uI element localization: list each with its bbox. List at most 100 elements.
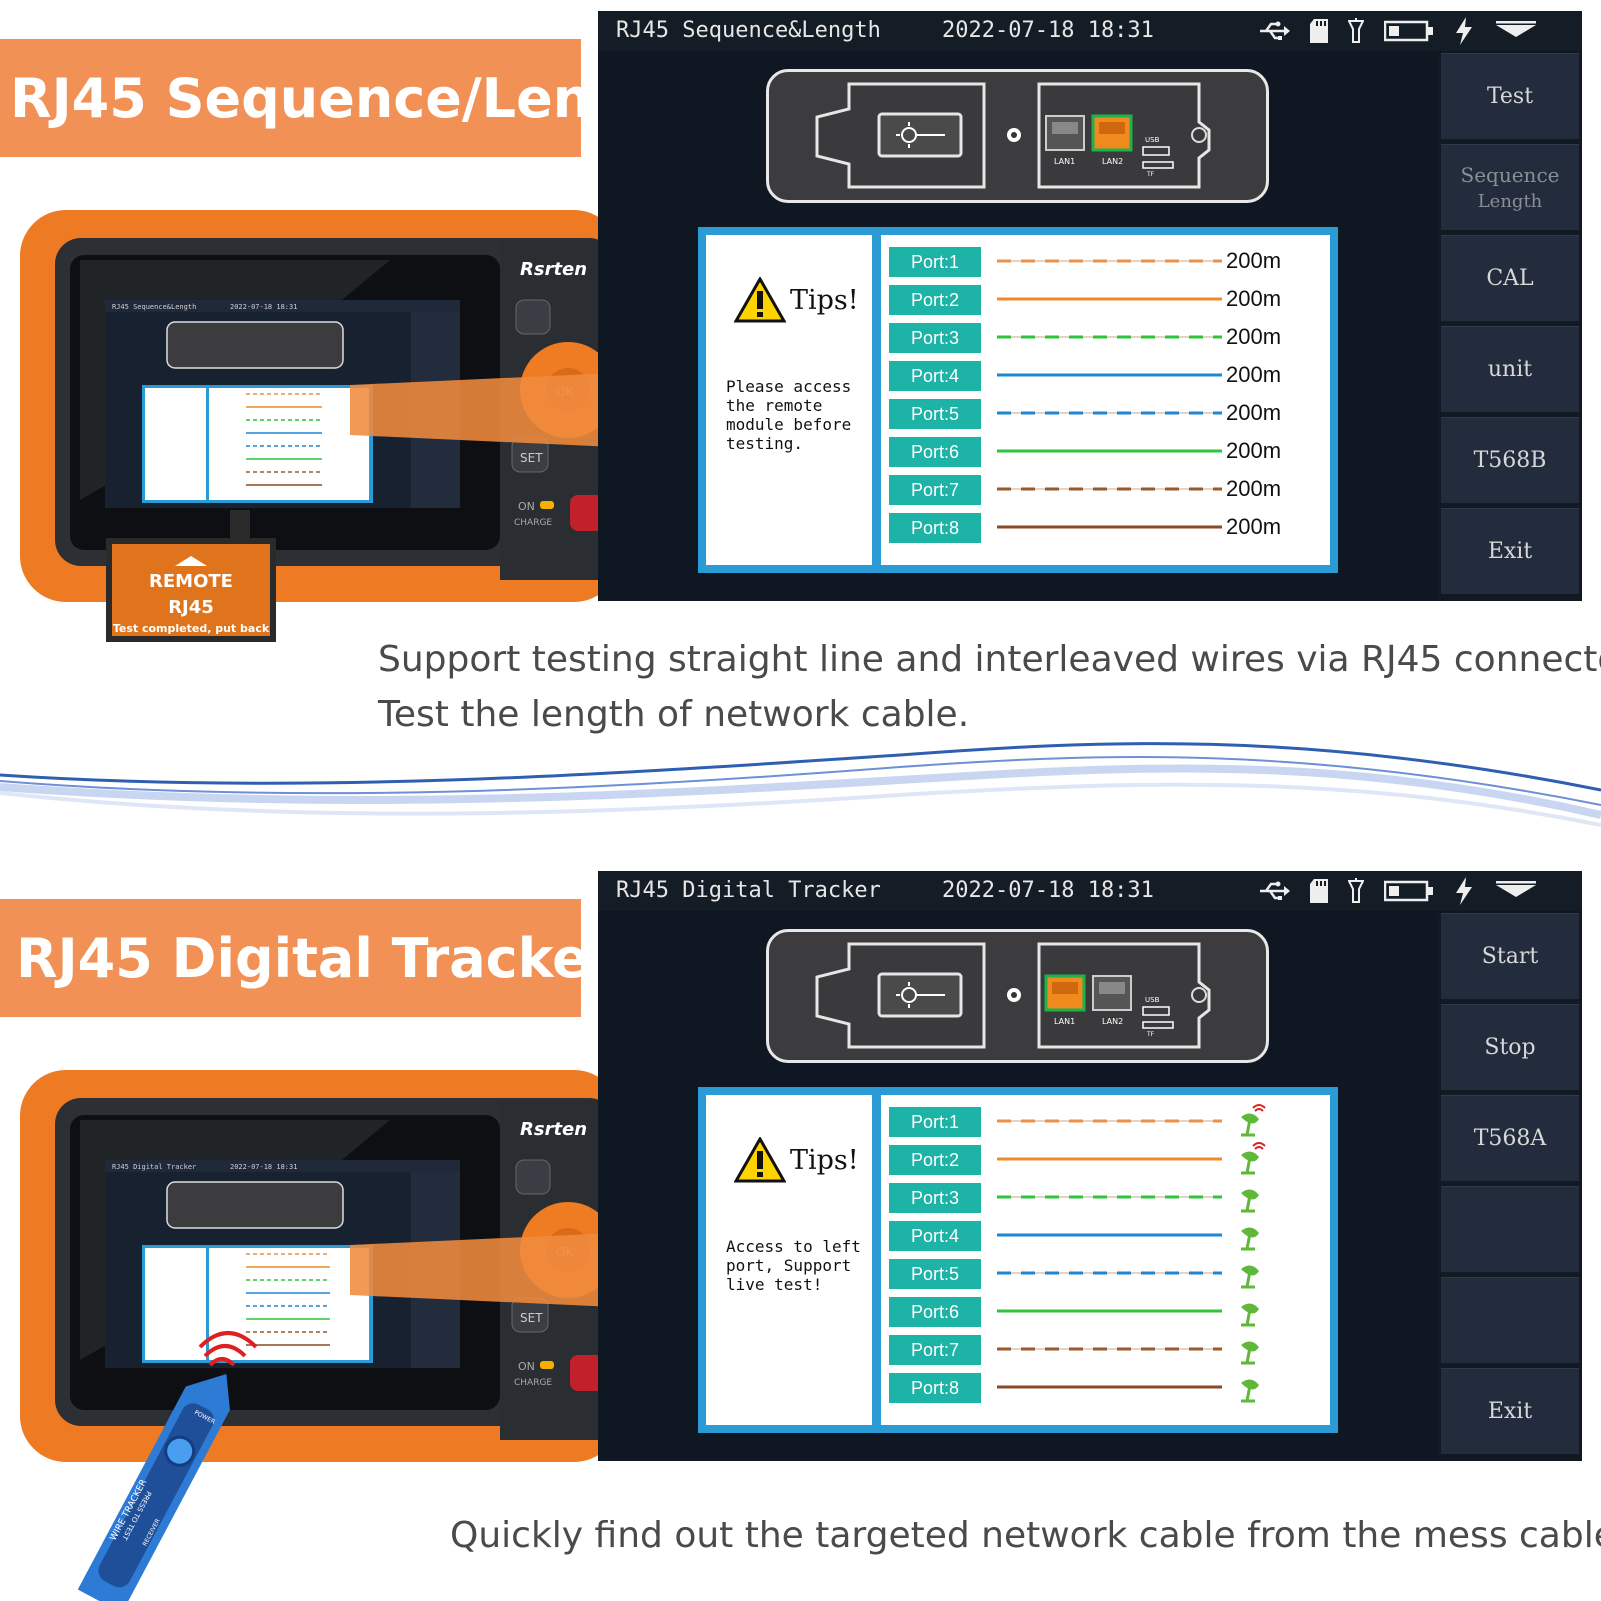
port-length: 200m <box>1226 324 1282 349</box>
antenna-icon <box>1241 1104 1266 1137</box>
softkey-stop[interactable]: Stop <box>1441 1004 1579 1090</box>
hw1-charge-label: CHARGE <box>514 518 552 528</box>
screen-datetime-2: 2022-07-18 18:31 <box>942 878 1154 903</box>
softkey-exit[interactable]: Exit <box>1441 1368 1579 1454</box>
dropdown-icon[interactable] <box>1494 879 1538 903</box>
softkey-start[interactable]: Start <box>1441 913 1579 999</box>
antenna-icon <box>1241 1303 1259 1327</box>
section1-banner-text: RJ45 Sequence/Length <box>10 66 695 130</box>
wire-line <box>997 1157 1222 1161</box>
softkey-label: Sequence <box>1460 163 1560 187</box>
remote-note: Test completed, put back <box>113 622 270 635</box>
section1-caption-line1: Support testing straight line and interl… <box>378 639 1601 680</box>
section2-banner-text: RJ45 Digital Tracker <box>16 926 616 990</box>
softkey-empty-4[interactable] <box>1441 1277 1579 1363</box>
softkey-t568b[interactable]: T568B <box>1441 417 1579 503</box>
wire-line <box>997 259 1222 263</box>
port-row: Port:3 <box>889 1183 1329 1213</box>
softkey-label: Exit <box>1487 1399 1533 1424</box>
wire-line <box>997 1385 1222 1389</box>
port-row: Port:8 <box>889 1373 1329 1403</box>
softkey-unit[interactable]: unit <box>1441 326 1579 412</box>
tips-title-2: Tips! <box>790 1144 859 1176</box>
port-label: Port:6 <box>889 1297 981 1327</box>
wire-line <box>997 1309 1222 1313</box>
wire-tracker-probe: PRESS TO TEST WIRE TRACKER RECEIVER POWE… <box>77 1374 230 1601</box>
screen-title: RJ45 Sequence&Length <box>616 18 881 43</box>
port-row: Port:5 <box>889 1259 1329 1289</box>
port-label: Port:8 <box>889 1373 981 1403</box>
power-button-2[interactable] <box>570 1355 600 1391</box>
hw1-on-label: ON <box>518 500 535 513</box>
softkey-t568a[interactable]: T568A <box>1441 1095 1579 1181</box>
status-bar: RJ45 Sequence&Length 2022-07-18 18:31 <box>598 11 1582 51</box>
wire-line <box>997 411 1222 415</box>
power-button[interactable] <box>570 495 600 531</box>
port-label: Port:3 <box>889 323 981 353</box>
antenna-icon <box>1241 1341 1259 1365</box>
softkey-cal[interactable]: CAL <box>1441 235 1579 321</box>
softkey-label: Test <box>1486 84 1534 109</box>
flashlight-icon <box>1348 18 1364 43</box>
softkey-test[interactable]: Test <box>1441 53 1579 139</box>
status-bar-2: RJ45 Digital Tracker 2022-07-18 18:31 <box>598 871 1582 911</box>
warning-icon <box>734 1137 786 1183</box>
softkey-label: CAL <box>1486 266 1534 291</box>
battery-icon <box>1384 20 1433 42</box>
wire-line <box>997 449 1222 453</box>
wave-divider <box>0 742 1601 827</box>
port-label: Port:4 <box>889 361 981 391</box>
remote-sub: RJ45 <box>168 597 214 618</box>
port-label: Port:1 <box>889 1107 981 1137</box>
port-row: Port:3 200m <box>889 323 1329 353</box>
port-label: Port:2 <box>889 285 981 315</box>
charging-icon <box>1456 877 1472 905</box>
port-label: Port:6 <box>889 437 981 467</box>
wire-line <box>997 1195 1222 1199</box>
battery-icon <box>1384 880 1433 902</box>
screen-title-2: RJ45 Digital Tracker <box>616 878 881 903</box>
remote-title: REMOTE <box>149 571 233 592</box>
antenna-icon <box>1241 1142 1266 1175</box>
hw1-brand: Rsrten <box>520 259 587 280</box>
softkey-label: unit <box>1487 357 1533 382</box>
dropdown-icon[interactable] <box>1494 19 1538 43</box>
tips-box-2: Tips! Access to left port, Support live … <box>706 1095 872 1425</box>
softkey-label: Exit <box>1487 539 1533 564</box>
section2-banner: RJ45 Digital Tracker <box>0 899 615 1017</box>
tf-label-2: TF <box>1146 1031 1155 1038</box>
hw2-mini-title: RJ45 Digital Tracker <box>112 1163 196 1171</box>
hw2-charge-label: CHARGE <box>514 1378 552 1388</box>
wire-line <box>997 1347 1222 1351</box>
usb-icon <box>1260 881 1290 900</box>
signal-waves-icon <box>198 1331 258 1367</box>
lan2-label-2: LAN2 <box>1102 1017 1123 1026</box>
softkey-sublabel: Length <box>1477 191 1543 212</box>
port-label: Port:8 <box>889 513 981 543</box>
warning-icon <box>734 277 786 323</box>
screen-sequence-length: RJ45 Sequence&Length 2022-07-18 18:31 <box>598 11 1582 601</box>
port-length: 200m <box>1226 400 1282 425</box>
hw2-set-label: SET <box>520 1311 543 1325</box>
port-length: 200m <box>1226 476 1282 501</box>
wire-line <box>997 335 1222 339</box>
wire-line <box>997 1119 1222 1123</box>
device-ports-diagram: LAN1 LAN2 USB TF <box>766 69 1269 203</box>
tips-title: Tips! <box>790 284 859 316</box>
screen-digital-tracker: RJ45 Digital Tracker 2022-07-18 18:31 <box>598 871 1582 1461</box>
softkey-empty-3[interactable] <box>1441 1186 1579 1272</box>
light-source-icon <box>896 122 945 148</box>
wire-line <box>997 525 1222 529</box>
tracker-panel: Tips! Access to left port, Support live … <box>698 1087 1338 1433</box>
port-label: Port:3 <box>889 1183 981 1213</box>
usb-label: USB <box>1145 136 1160 144</box>
port-row: Port:6 <box>889 1297 1329 1327</box>
lan2-label: LAN2 <box>1102 157 1123 166</box>
screen-datetime: 2022-07-18 18:31 <box>942 18 1154 43</box>
softkey-exit[interactable]: Exit <box>1441 508 1579 594</box>
